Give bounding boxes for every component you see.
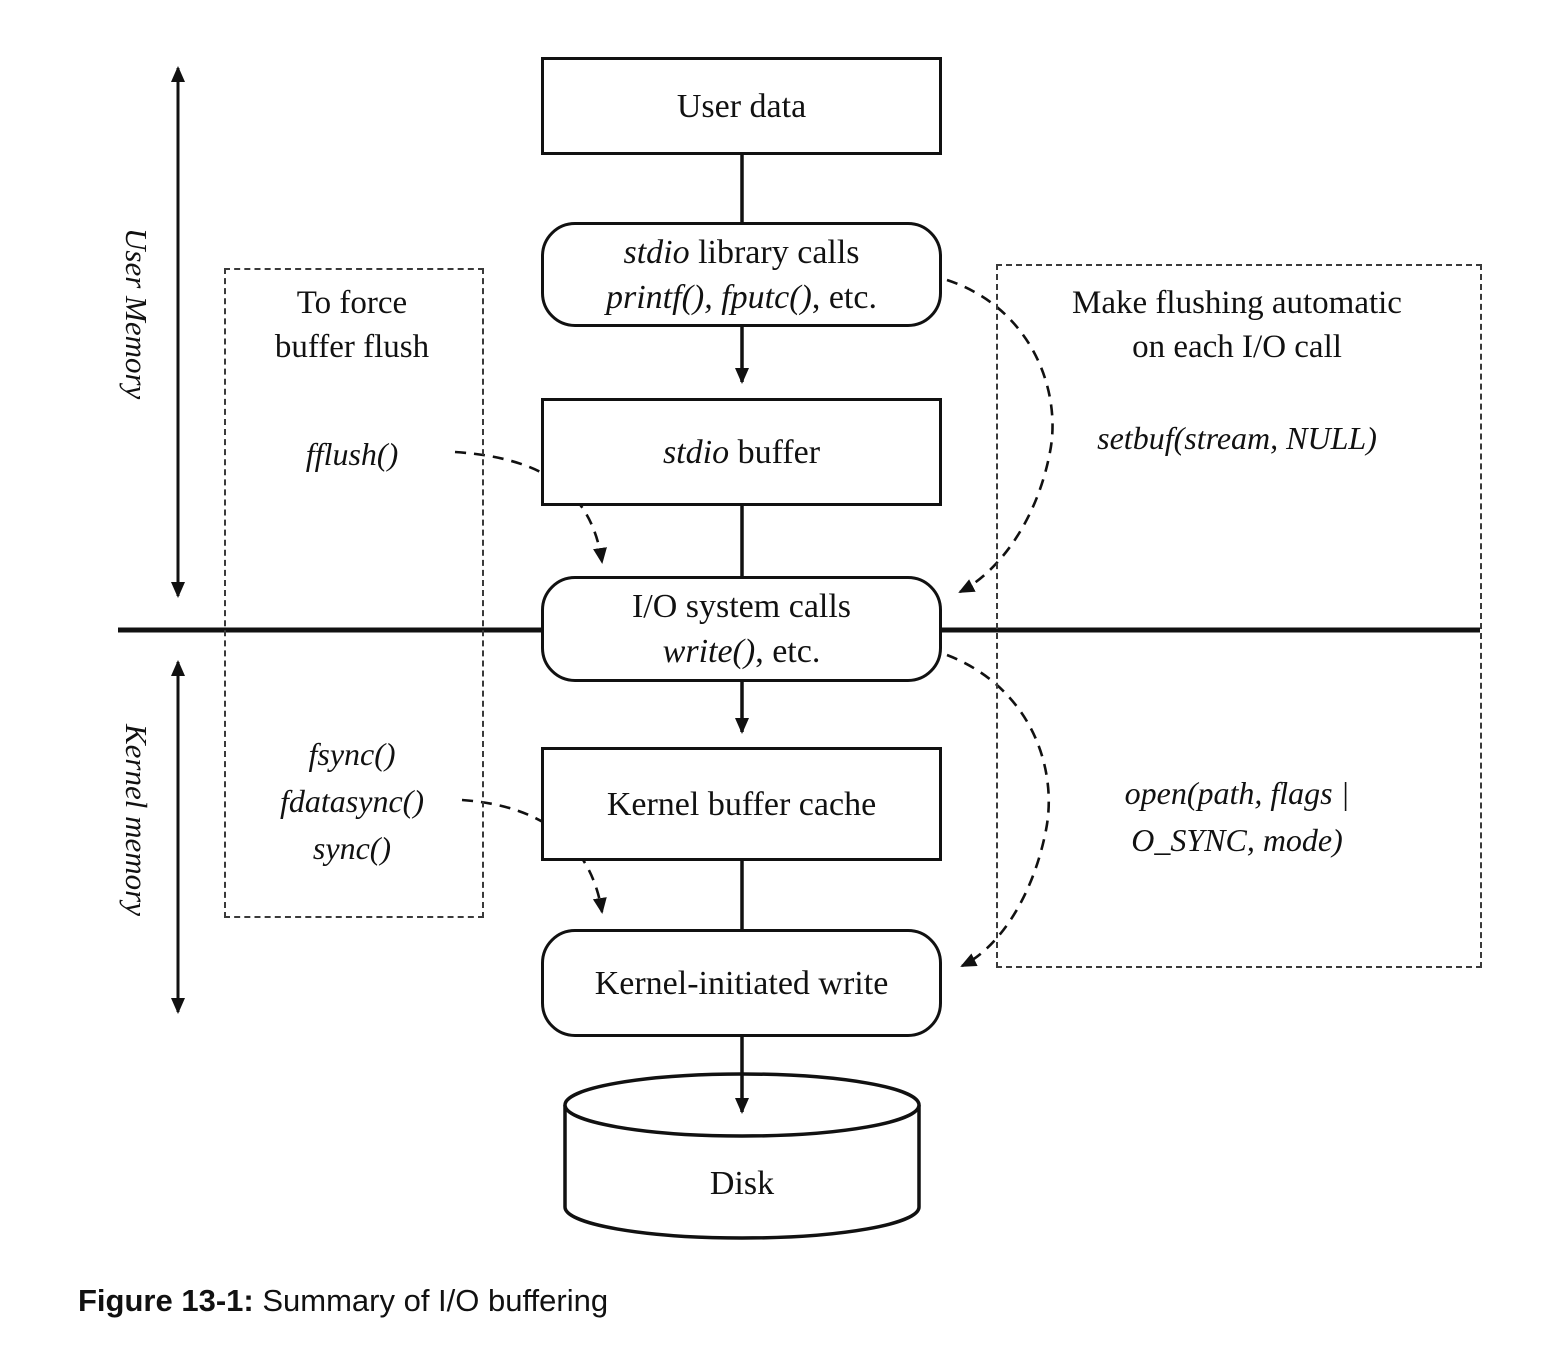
fflush-arrow bbox=[454, 450, 607, 564]
kernel-buffer-cache-box: Kernel buffer cache bbox=[541, 747, 942, 861]
kernel-buffer-cache-label: Kernel buffer cache bbox=[606, 785, 877, 823]
kernel-initiated-write-box: Kernel-initiated write bbox=[541, 929, 942, 1037]
automatic-flushing-title: Make flushing automatic on each I/O call bbox=[996, 281, 1478, 369]
kernel-initiated-write-label: Kernel-initiated write bbox=[594, 964, 889, 1002]
figure-caption-number: Figure 13-1: bbox=[78, 1283, 254, 1318]
sync-label: sync() bbox=[312, 830, 392, 866]
open-osync-line1: open(path, flags | bbox=[1124, 775, 1350, 811]
stdio-word: stdio bbox=[623, 233, 690, 271]
disk-label: Disk bbox=[709, 1165, 775, 1202]
stdio-buffer-label: stdio buffer bbox=[663, 430, 820, 475]
user-data-box: User data bbox=[541, 57, 942, 155]
write-call-text: write() bbox=[662, 633, 756, 670]
open-osync-line2: O_SYNC, mode) bbox=[1131, 822, 1343, 858]
fsync-label: fsync() bbox=[308, 736, 396, 772]
figure-caption: Figure 13-1: Summary of I/O buffering bbox=[78, 1283, 608, 1319]
library-calls-text: library calls bbox=[689, 233, 860, 271]
io-system-calls-line1: I/O system calls bbox=[631, 588, 852, 625]
io-system-calls-line2: write(), etc. bbox=[663, 629, 821, 674]
user-data-label: User data bbox=[676, 87, 807, 125]
fflush-label: fflush() bbox=[305, 436, 399, 472]
stdio-word: stdio bbox=[662, 433, 730, 471]
stdio-library-calls-line1: stdio library calls bbox=[623, 230, 859, 275]
disk-cylinder-body bbox=[563, 1105, 921, 1240]
etc-text: , etc. bbox=[755, 633, 821, 670]
fdatasync-label: fdatasync() bbox=[280, 783, 424, 819]
buffer-text: buffer bbox=[729, 433, 821, 471]
stdio-library-calls-line2: printf(), fputc(), etc. bbox=[606, 275, 877, 320]
user-memory-label: User Memory bbox=[119, 228, 154, 400]
stdio-library-calls-box: stdio library calls printf(), fputc(), e… bbox=[541, 222, 942, 327]
osync-arrow bbox=[946, 653, 1050, 968]
setbuf-arrow bbox=[946, 278, 1054, 594]
sync-calls-label: fsync() fdatasync() sync() bbox=[224, 731, 480, 872]
kernel-memory-label: Kernel memory bbox=[119, 724, 154, 916]
figure-caption-text: Summary of I/O buffering bbox=[253, 1283, 609, 1318]
force-buffer-flush-panel bbox=[224, 268, 484, 918]
printf-fputc-text: printf(), fputc() bbox=[606, 278, 812, 316]
automatic-flushing-title-line2: on each I/O call bbox=[1132, 329, 1342, 365]
etc-text: , etc. bbox=[811, 278, 877, 316]
automatic-flushing-panel bbox=[996, 264, 1482, 968]
force-flush-title: To force buffer flush bbox=[224, 281, 480, 369]
force-flush-title-line2: buffer flush bbox=[274, 329, 430, 365]
automatic-flushing-title-line1: Make flushing automatic bbox=[1072, 285, 1402, 321]
setbuf-label: setbuf(stream, NULL) bbox=[1097, 420, 1377, 456]
stdio-buffer-box: stdio buffer bbox=[541, 398, 942, 506]
io-system-calls-box: I/O system calls write(), etc. bbox=[541, 576, 942, 682]
force-flush-title-line1: To force bbox=[296, 285, 408, 321]
open-osync-label: open(path, flags | O_SYNC, mode) bbox=[996, 770, 1478, 864]
